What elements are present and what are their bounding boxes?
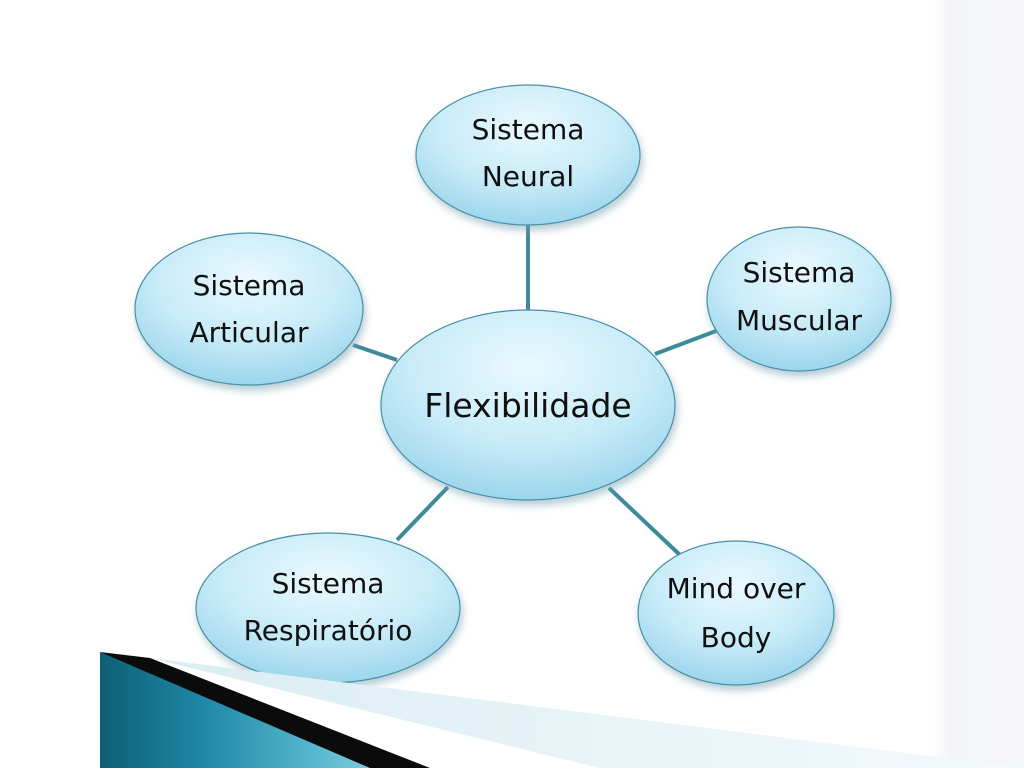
connectors [352, 225, 717, 557]
corner-black-edge [100, 652, 430, 768]
connector-articular [352, 343, 398, 362]
respiratorio-line-1: Sistema [272, 567, 385, 600]
connector-muscular [654, 329, 717, 356]
articular-line-1: Sistema [193, 269, 306, 302]
center-bubble [380, 309, 676, 501]
connector-respiratorio [395, 485, 450, 542]
node-sistema-muscular: Sistema Muscular [706, 226, 892, 372]
bubble-respiratorio [195, 532, 461, 684]
bubble-mind [637, 540, 835, 686]
node-sistema-neural: Sistema Neural [415, 84, 641, 226]
neural-line-1: Sistema [472, 113, 585, 146]
muscular-line-1: Sistema [743, 256, 856, 289]
node-sistema-respiratorio: Sistema Respiratório [195, 532, 461, 684]
slide-corner-decoration [100, 652, 1024, 768]
muscular-line-2: Muscular [736, 304, 863, 337]
bubble-muscular [706, 226, 892, 372]
node-mind-over-body: Mind over Body [637, 540, 835, 686]
center-node: Flexibilidade [380, 309, 676, 501]
bubble-neural [415, 84, 641, 226]
slide-right-margin [932, 0, 1024, 768]
center-label: Flexibilidade [424, 386, 631, 425]
connector-mind [607, 486, 682, 557]
mind-line-2: Body [701, 621, 772, 654]
mind-line-1: Mind over [667, 572, 806, 605]
bubble-articular [134, 232, 364, 386]
corner-pale-band [150, 658, 1024, 768]
articular-line-2: Articular [189, 316, 309, 349]
respiratorio-line-2: Respiratório [244, 614, 413, 647]
node-sistema-articular: Sistema Articular [134, 232, 364, 386]
neural-line-2: Neural [482, 160, 574, 193]
